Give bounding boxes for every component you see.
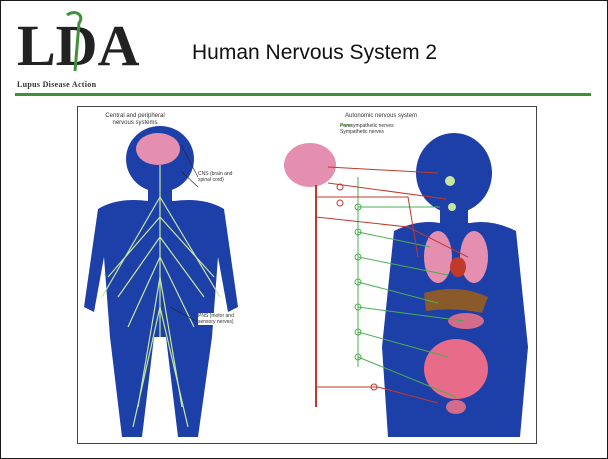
logo-graphic: LDA xyxy=(15,9,165,81)
right-caption: Autonomic nervous system xyxy=(336,113,426,120)
legend-label: Sympathetic nerves xyxy=(340,129,384,135)
left-caption: Central and peripheral nervous systems xyxy=(100,113,170,127)
legend: Parasympathetic nerves Sympathetic nerve… xyxy=(340,123,420,135)
gland-target xyxy=(448,203,456,211)
cns-label: CNS (brain and spinal cord) xyxy=(198,171,238,183)
slide-title: Human Nervous System 2 xyxy=(192,41,437,65)
legend-swatch-sympathetic xyxy=(340,123,352,127)
autonomic-brain xyxy=(284,143,336,187)
eye-target xyxy=(445,176,455,186)
legend-item-sympathetic: Sympathetic nerves xyxy=(340,129,420,135)
lda-logo: LDA Lupus Disease Action xyxy=(15,9,165,93)
nervous-system-figure: Central and peripheral nervous systems A… xyxy=(77,106,537,444)
logo-tagline: Lupus Disease Action xyxy=(17,80,96,89)
pns-label: PNS (motor and sensory nerves) xyxy=(198,313,244,325)
anatomy-illustration xyxy=(78,107,536,443)
left-brain xyxy=(136,133,180,165)
title-underline xyxy=(15,93,591,96)
